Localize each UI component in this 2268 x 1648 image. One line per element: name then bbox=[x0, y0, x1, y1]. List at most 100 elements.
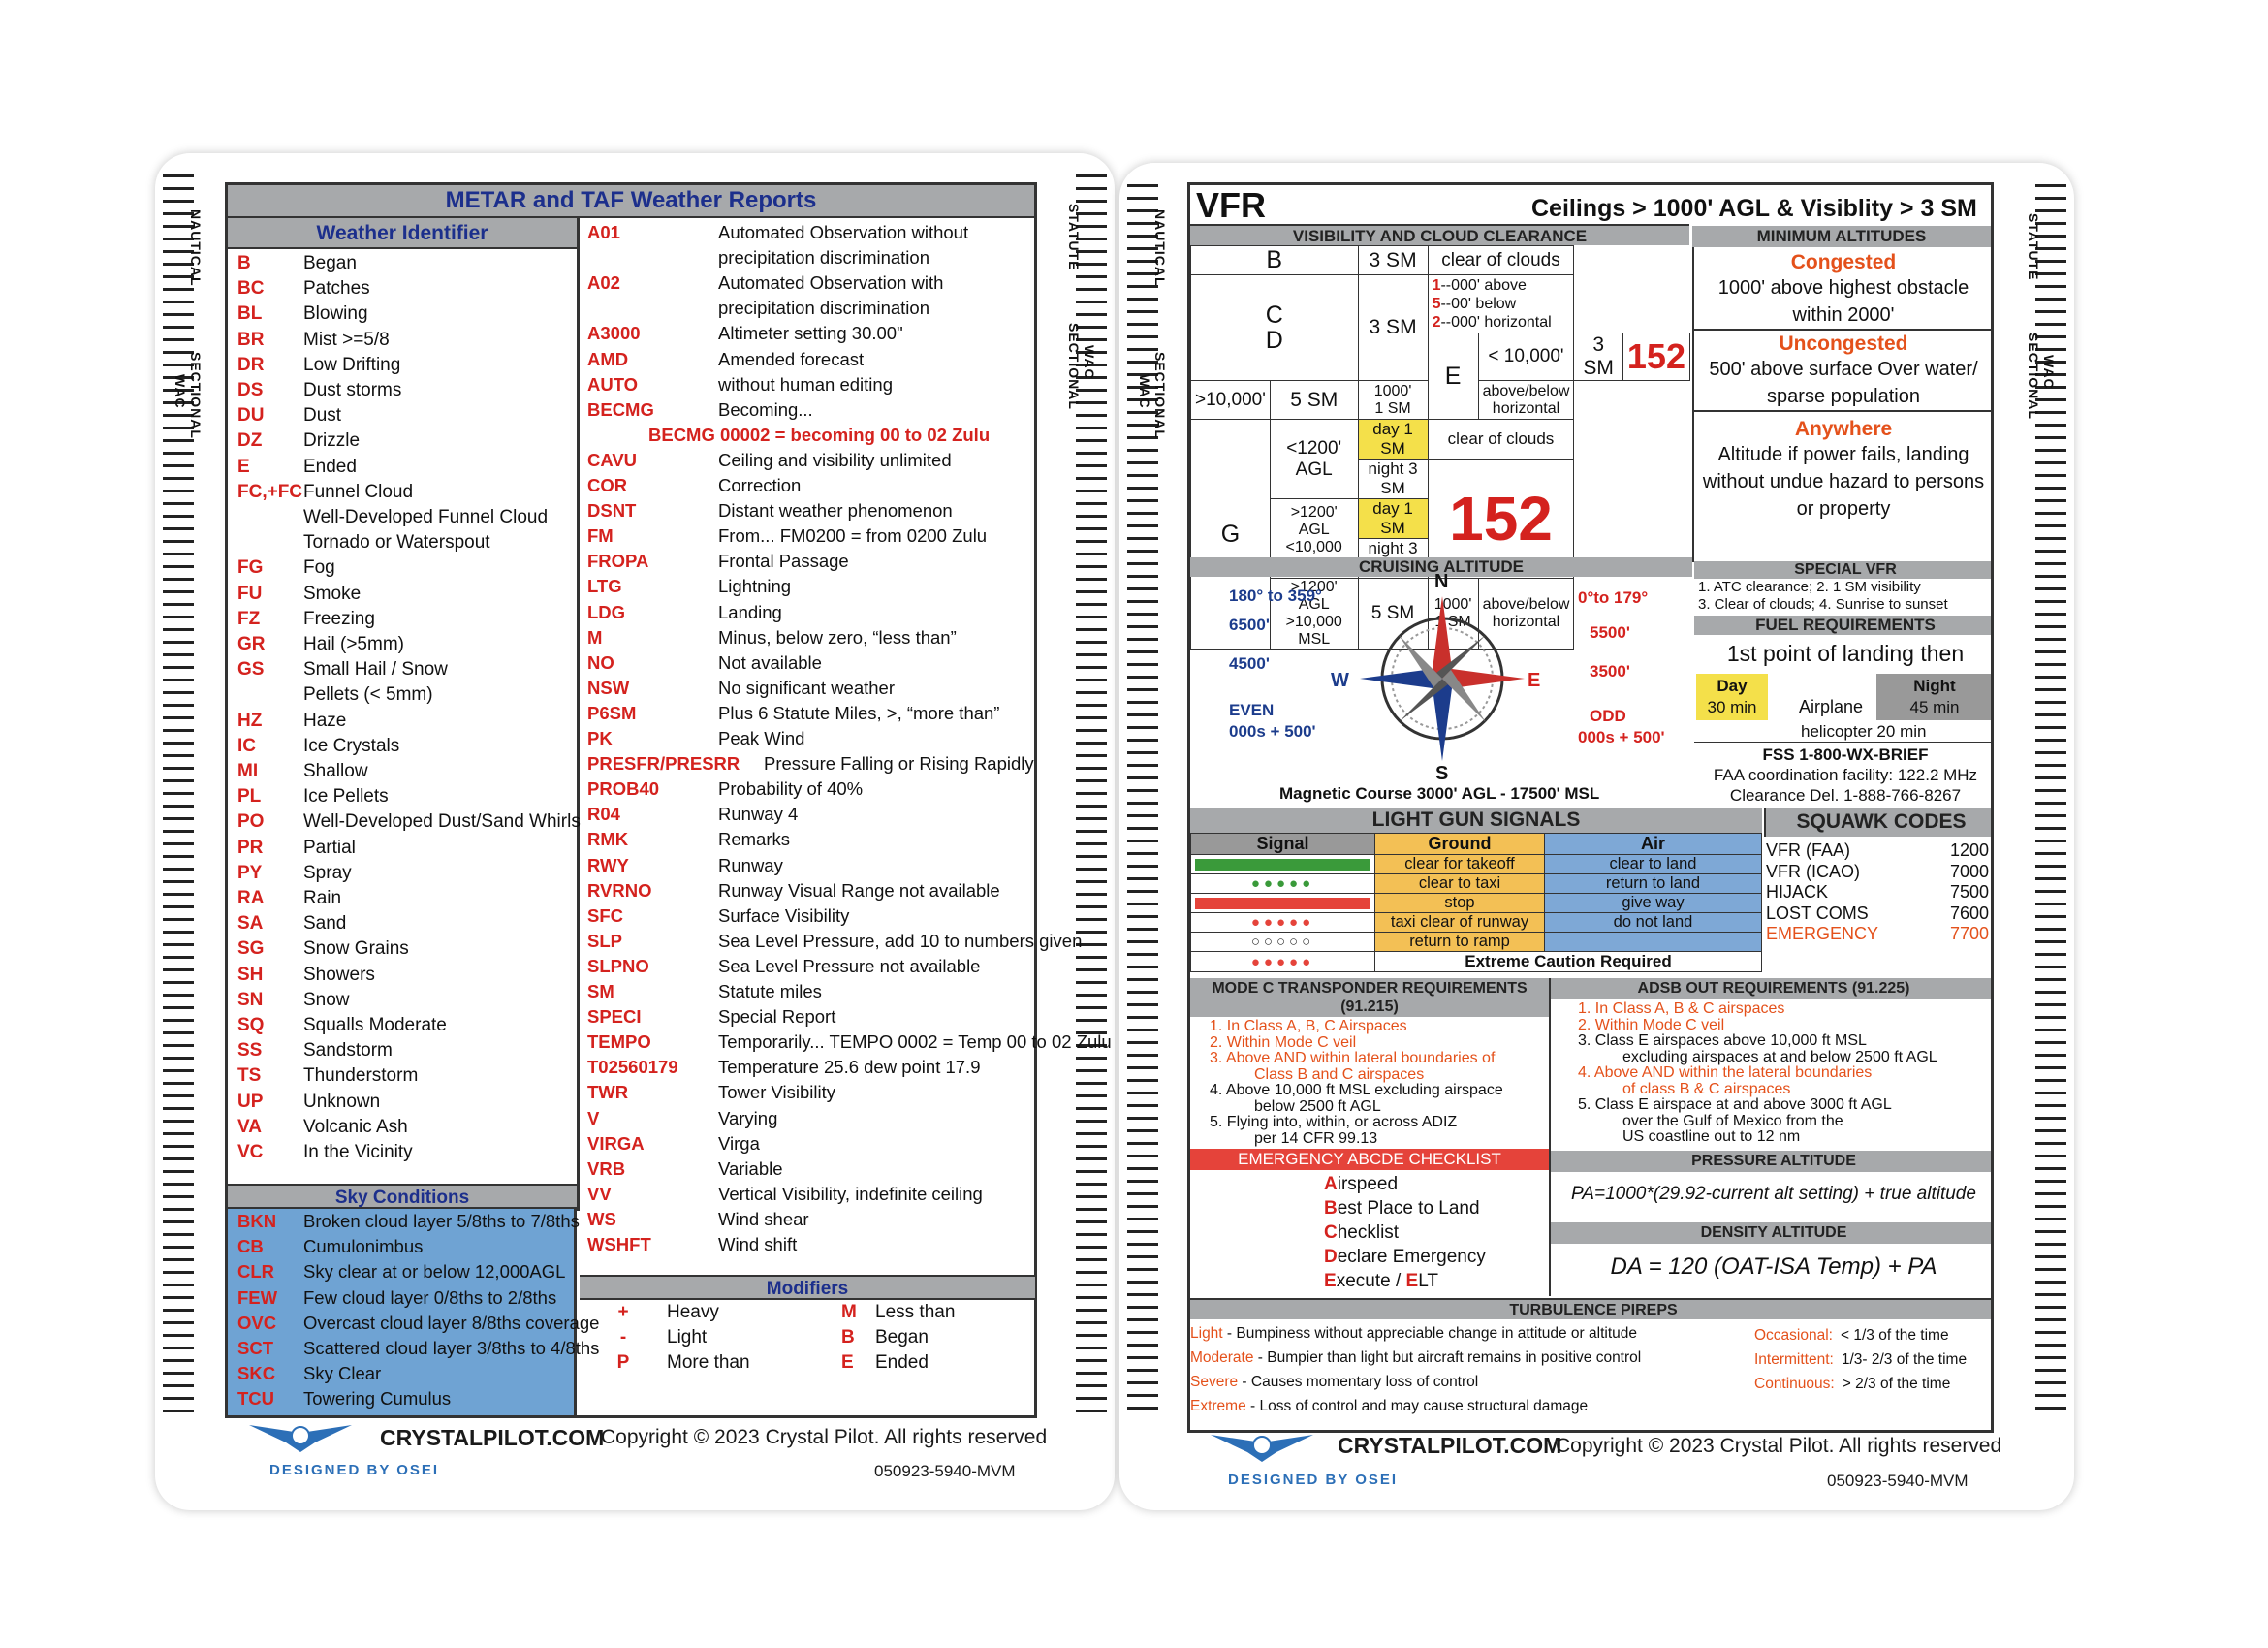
code-label: P6SM bbox=[587, 702, 637, 723]
code-meaning: precipitation discrimination bbox=[718, 247, 929, 269]
code-label: BECMG bbox=[587, 398, 654, 420]
even-rule: 000s + 500' bbox=[1229, 722, 1316, 741]
clearance-below: 5--00' below bbox=[1432, 296, 1517, 312]
code-label: SH bbox=[237, 964, 264, 985]
column-header: Signal bbox=[1190, 833, 1375, 855]
ground-meaning: clear for takeoff bbox=[1374, 854, 1545, 874]
turbulence-item: Light - Bumpiness without appreciable ch… bbox=[1190, 1321, 1733, 1346]
list-item: SH Showers bbox=[237, 965, 375, 986]
requirement-item: 3. Class E airspaces above 10,000 ft MSL bbox=[1578, 1032, 1867, 1049]
crystalpilot-logo-icon bbox=[249, 1425, 352, 1452]
requirement-item: 5. Flying into, within, or across ADIZ bbox=[1210, 1114, 1458, 1130]
cruise-panel: 180° to 359° 6500' 4500' EVEN 000s + 500… bbox=[1190, 571, 1692, 808]
altitude-band: >10,000 MSL bbox=[1285, 614, 1342, 648]
squawk-label: VFR (FAA) bbox=[1766, 840, 1851, 860]
code-meaning: Sea Level Pressure, add 10 to numbers gi… bbox=[718, 930, 1083, 951]
anywhere-desc: Altitude if power fails, landing without… bbox=[1702, 444, 1985, 520]
day-vis: day 1 SM bbox=[1357, 498, 1429, 539]
code-label: R04 bbox=[587, 804, 620, 825]
altitude-band: >1200' AGL bbox=[1290, 579, 1338, 613]
modifier-code: P bbox=[616, 1352, 630, 1373]
signal-cell: ○○○○○ bbox=[1190, 932, 1375, 952]
code-meaning: Funnel Cloud bbox=[303, 481, 414, 502]
code-label: SS bbox=[237, 1040, 263, 1062]
column-header: Ground bbox=[1374, 833, 1545, 855]
list-item: precipitation discrimination bbox=[587, 247, 929, 269]
clearance-above: 1--000' above bbox=[1432, 277, 1527, 294]
code-label: DU bbox=[237, 405, 265, 427]
weather-header: Weather Identifier bbox=[228, 218, 577, 249]
requirement-item: 5. Class E airspace at and above 3000 ft… bbox=[1578, 1096, 1892, 1113]
code-meaning: Few cloud layer 0/8ths to 2/8ths bbox=[303, 1286, 557, 1308]
pressure-alt-header: PRESSURE ALTITUDE bbox=[1551, 1151, 1991, 1172]
compass-west: W bbox=[1331, 670, 1349, 691]
code-meaning: precipitation discrimination bbox=[718, 298, 929, 319]
code-label: FC,+FC bbox=[237, 481, 303, 502]
code-label: FEW bbox=[237, 1286, 278, 1308]
code-label: BKN bbox=[237, 1211, 277, 1231]
day-label: Day bbox=[1717, 677, 1748, 695]
pressure-alt-formula: PA=1000*(29.92-current alt setting) + tr… bbox=[1571, 1184, 1976, 1204]
code-label: CLR bbox=[237, 1261, 275, 1283]
clearance-label: above/below bbox=[1482, 382, 1570, 399]
light-gun-header: LIGHT GUN SIGNALS bbox=[1190, 808, 1762, 833]
checklist-item: Checklist bbox=[1324, 1220, 1549, 1245]
code-label: FM bbox=[587, 525, 614, 547]
code-meaning: Temporarily... TEMPO 0002 = Temp 00 to 0… bbox=[718, 1031, 1112, 1053]
frequency-term: Occasional: bbox=[1754, 1327, 1833, 1344]
modifier-code: E bbox=[841, 1352, 854, 1373]
code-label: UP bbox=[237, 1091, 264, 1112]
code-label: DS bbox=[237, 380, 264, 400]
vis-value: 3 SM bbox=[1573, 333, 1623, 381]
vertical-clearance: 1000' bbox=[1373, 382, 1412, 399]
svfr-list: 1. ATC clearance; 2. 1 SM visibility 3. … bbox=[1698, 579, 1948, 614]
modifier-meaning: Began bbox=[875, 1327, 929, 1347]
air-meaning: clear to land bbox=[1544, 854, 1762, 874]
code-label: COR bbox=[587, 475, 628, 495]
code-meaning: Not available bbox=[718, 651, 822, 673]
checklist-item: Declare Emergency bbox=[1324, 1245, 1549, 1269]
code-label: WS bbox=[587, 1208, 616, 1229]
code-meaning: Pressure Falling or Rising Rapidly bbox=[764, 753, 1034, 775]
code-label: SLPNO bbox=[587, 955, 649, 976]
turbulence-level: Moderate bbox=[1190, 1349, 1254, 1366]
code-meaning: Probability of 40% bbox=[718, 778, 864, 800]
squawk-row: VFR (FAA)1200 bbox=[1766, 840, 1991, 861]
code-label: LDG bbox=[587, 601, 626, 622]
code-meaning: Smoke bbox=[303, 583, 362, 604]
even-label: EVEN bbox=[1229, 701, 1275, 719]
divider bbox=[1549, 978, 1551, 1296]
ruler-label: WAC bbox=[1082, 345, 1097, 380]
code-meaning: Small Hail / Snow bbox=[303, 659, 448, 681]
adsb-header: ADSB OUT REQUIREMENTS (91.225) bbox=[1551, 978, 1991, 999]
code-meaning: Overcast cloud layer 8/8ths coverage bbox=[303, 1312, 600, 1333]
signal-cell: ●●●●● bbox=[1190, 873, 1375, 894]
svfr-item: 1. ATC clearance; 2. 1 SM visibility bbox=[1698, 579, 1921, 595]
code-meaning: Varying bbox=[718, 1107, 778, 1128]
ruler-label: WAC bbox=[173, 374, 188, 409]
list-item: Pellets (< 5mm) bbox=[237, 684, 433, 706]
code-meaning: Showers bbox=[303, 964, 375, 985]
squawk-label: LOST COMS bbox=[1766, 903, 1869, 923]
list-item: BECMG 00002 = becoming 00 to 02 Zulu bbox=[587, 425, 990, 446]
code-label: M bbox=[587, 626, 603, 648]
ruler-label: STATUTE bbox=[2026, 213, 2041, 281]
compass-rose-icon bbox=[1360, 596, 1525, 761]
west-course: 180° to 359° bbox=[1229, 586, 1322, 605]
